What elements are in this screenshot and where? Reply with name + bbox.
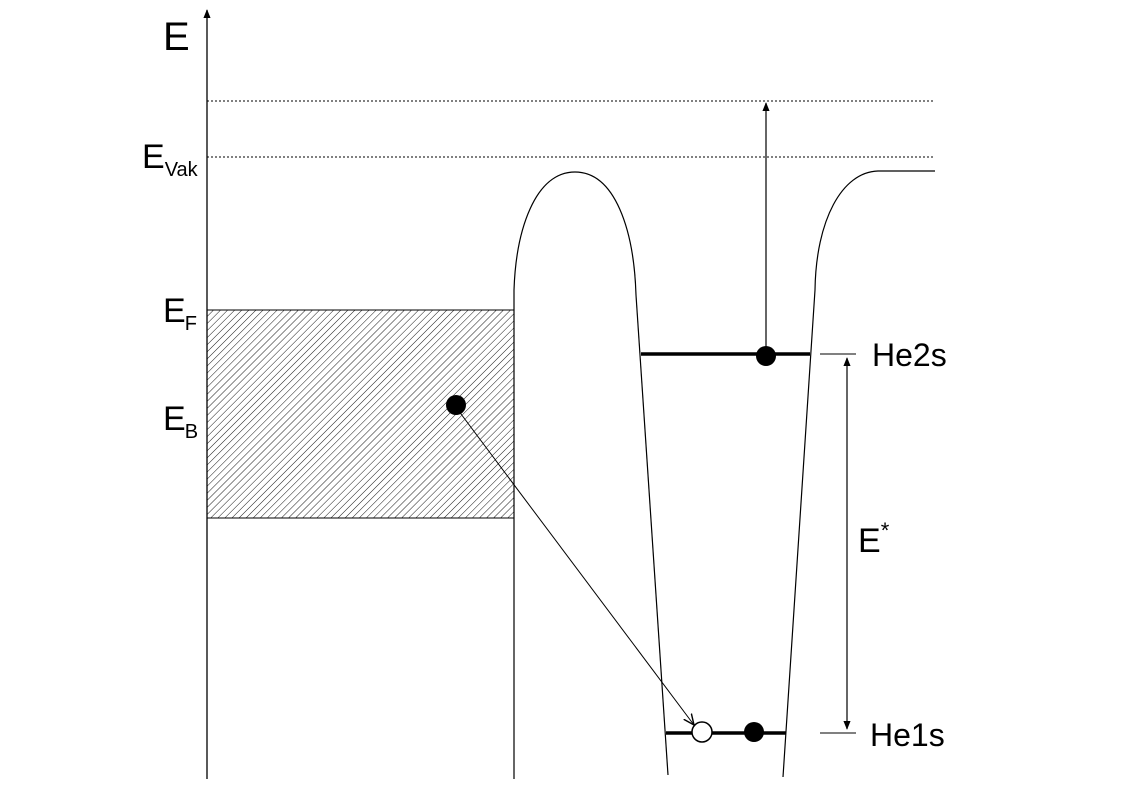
he1s-hole-icon — [691, 721, 713, 743]
metal-electron-icon — [446, 395, 466, 415]
fermi-level-label: EF — [163, 292, 197, 335]
transition-arrow — [457, 409, 694, 725]
he2s-label: He2s — [872, 337, 947, 373]
well-left-wall — [635, 294, 669, 776]
he2s-electron-icon — [756, 346, 776, 366]
well-right-wall — [782, 170, 935, 778]
excitation-energy-label: E* — [858, 518, 890, 560]
metal-filled-band — [206, 309, 515, 519]
he1s-electron-icon — [744, 722, 764, 742]
axis-label: E — [163, 15, 190, 59]
he1s-label: He1s — [870, 717, 945, 753]
binding-energy-label: EB — [163, 400, 198, 443]
potential-barrier-curve — [513, 171, 637, 296]
vacuum-level-label: EVak — [142, 138, 199, 181]
